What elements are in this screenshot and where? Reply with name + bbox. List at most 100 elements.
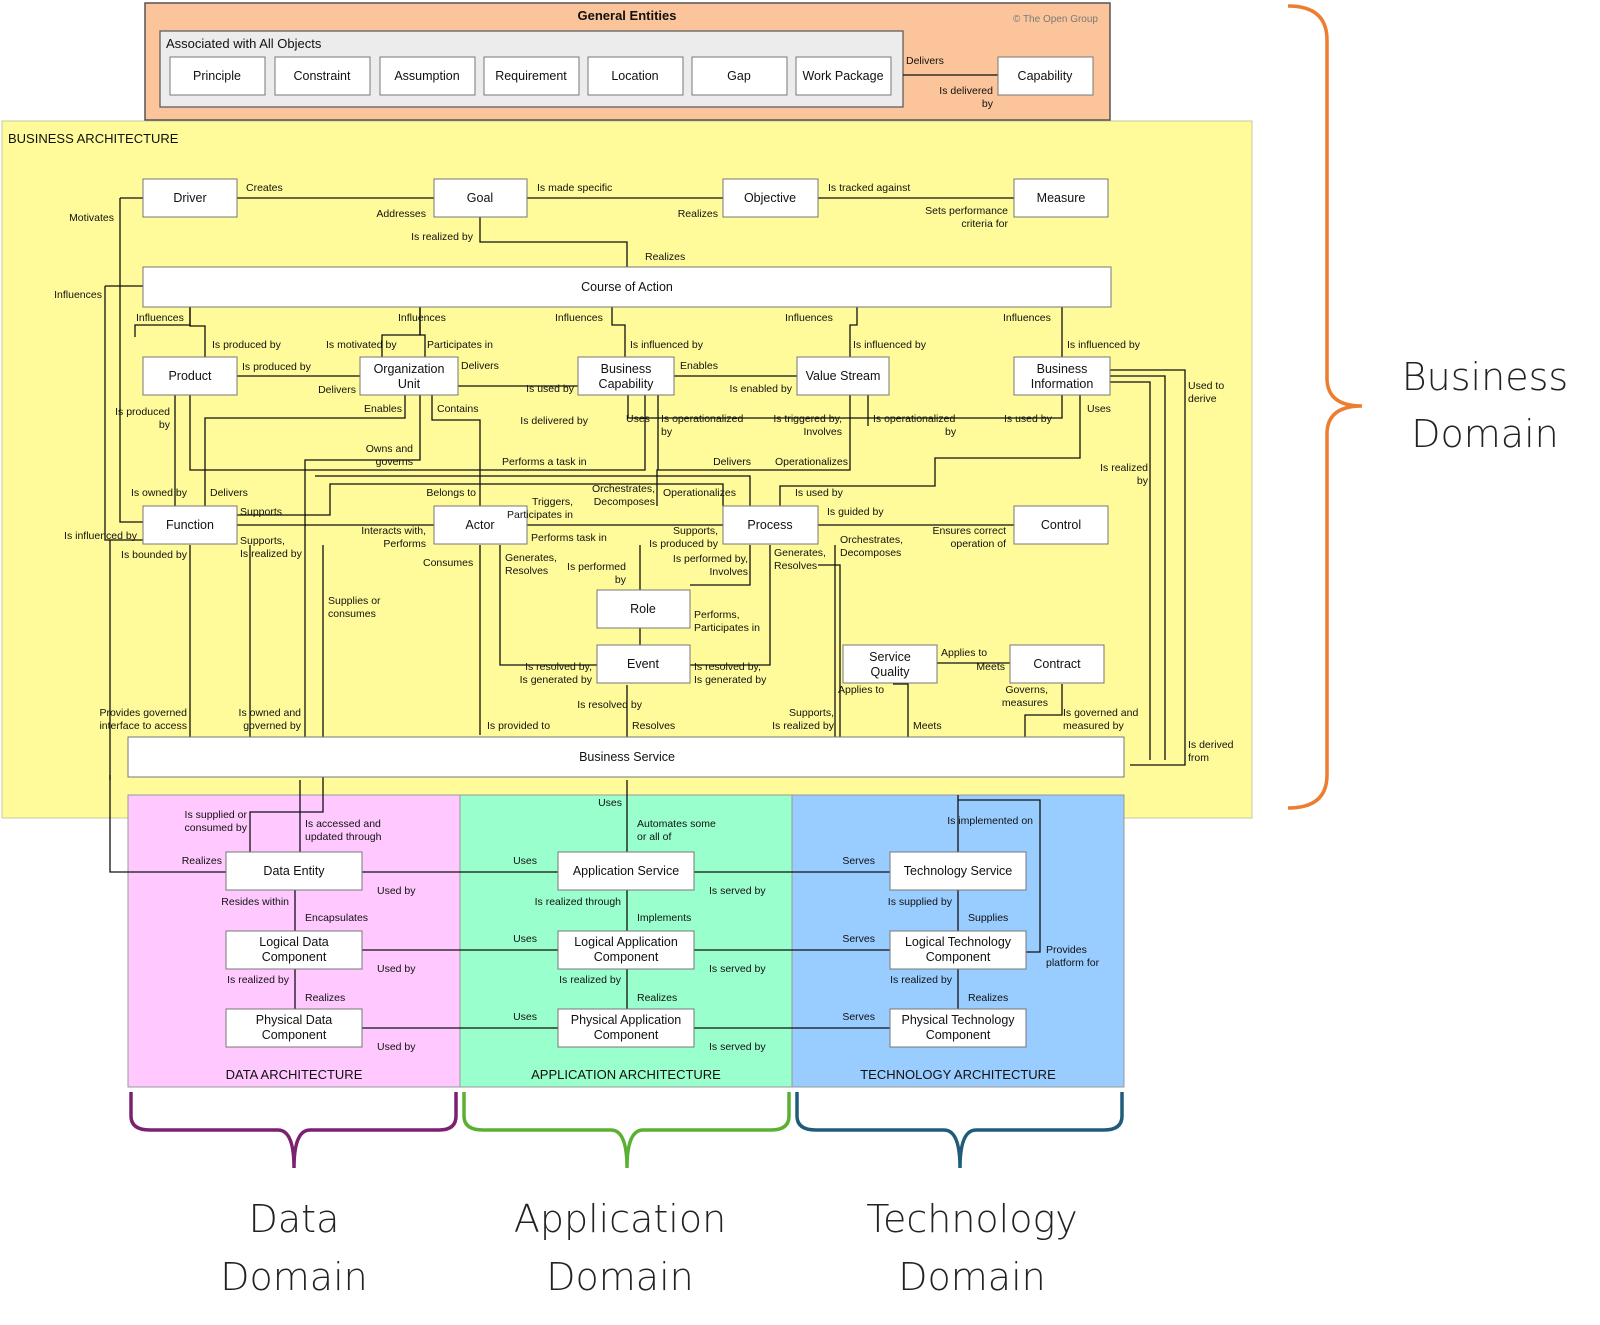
edge-label: Is bounded by <box>121 549 188 561</box>
edge-label: Is realized by <box>240 548 303 560</box>
service-quality-box[interactable] <box>842 644 938 684</box>
business-service-box[interactable] <box>127 736 1125 778</box>
physical-application-component-label-1: Physical Application <box>571 1013 682 1027</box>
edge-label: Enables <box>680 360 718 372</box>
edge-label: Used to <box>1188 380 1224 392</box>
technology-service-label: Technology Service <box>904 864 1012 878</box>
edge-label: Is generated by <box>520 674 593 686</box>
edge-label: by <box>1137 475 1149 487</box>
logical-technology-component-box[interactable] <box>889 930 1027 970</box>
business-information-label-2: Information <box>1031 377 1094 391</box>
edge-label: Resides within <box>221 896 289 908</box>
logical-application-component-box[interactable] <box>557 930 695 970</box>
edge-label: Supports, <box>789 707 834 719</box>
business-information-box[interactable] <box>1013 356 1111 396</box>
edge-label: Realizes <box>678 208 718 220</box>
edge-label: Uses <box>598 797 622 809</box>
event-box[interactable] <box>596 644 691 684</box>
physical-application-component-box[interactable] <box>557 1008 695 1048</box>
physical-data-component-box[interactable] <box>225 1008 363 1048</box>
application-service-label: Application Service <box>573 864 679 878</box>
work-package-box[interactable] <box>795 56 892 96</box>
edge-label: Is produced by <box>649 538 719 550</box>
business-capability-box[interactable] <box>577 356 675 396</box>
logical-application-component-label-1: Logical Application <box>574 935 678 949</box>
gap-label: Gap <box>727 69 751 83</box>
edge-label: Triggers, <box>532 496 573 508</box>
edge-label: Is owned and <box>239 707 302 719</box>
edge-label: Supports, <box>240 535 285 547</box>
copyright-text: © The Open Group <box>1013 14 1098 25</box>
objective-box[interactable] <box>722 178 819 218</box>
edge-label: Is produced by <box>212 339 282 351</box>
edge-label: Is guided by <box>827 506 884 518</box>
role-box[interactable] <box>596 589 691 629</box>
process-box[interactable] <box>722 505 819 545</box>
value-stream-box[interactable] <box>796 356 890 396</box>
data-entity-box[interactable] <box>225 851 363 891</box>
edge-label: Resolves <box>632 720 675 732</box>
edge-label: Is owned by <box>131 487 188 499</box>
logical-technology-component-label-2: Component <box>926 950 991 964</box>
edge-label: Used by <box>377 885 416 897</box>
work-package-label: Work Package <box>802 69 883 83</box>
edge-label: Creates <box>246 182 283 194</box>
logical-data-component-box[interactable] <box>225 930 363 970</box>
edge-label: Delivers <box>713 456 751 468</box>
edge-label: Is produced <box>115 406 170 418</box>
edge-label: Is operationalized <box>661 413 743 425</box>
process-label: Process <box>747 518 792 532</box>
requirement-box[interactable] <box>483 56 580 96</box>
edge-label: Belongs to <box>426 487 476 499</box>
edge-label: Supplies <box>968 912 1008 924</box>
edge-label: Influences <box>398 312 446 324</box>
control-box[interactable] <box>1013 505 1109 545</box>
edge-label: Orchestrates, <box>592 483 655 495</box>
product-box[interactable] <box>142 356 238 396</box>
edge-label: Automates some <box>637 818 716 830</box>
data-architecture-title: DATA ARCHITECTURE <box>226 1067 363 1082</box>
driver-box[interactable] <box>142 178 238 218</box>
goal-label: Goal <box>467 191 493 205</box>
goal-box[interactable] <box>433 178 528 218</box>
edge-label: Is resolved by, <box>525 661 592 673</box>
application-service-box[interactable] <box>557 851 695 891</box>
edge-label: Decomposes <box>594 496 655 508</box>
edge-label: by <box>159 419 171 431</box>
edge-label: Contains <box>437 403 478 415</box>
edge-label: Applies to <box>838 684 884 696</box>
application-domain-brace <box>462 1092 791 1169</box>
edge-label: Realizes <box>968 992 1008 1004</box>
edge-label: Meets <box>976 661 1005 673</box>
location-box[interactable] <box>587 56 684 96</box>
logical-technology-component-label-1: Logical Technology <box>905 935 1012 949</box>
assumption-label: Assumption <box>394 69 459 83</box>
edge-label: platform for <box>1046 957 1100 969</box>
edge-label: Encapsulates <box>305 912 368 924</box>
function-box[interactable] <box>142 505 238 545</box>
contract-box[interactable] <box>1009 644 1105 684</box>
constraint-box[interactable] <box>274 56 371 96</box>
gap-box[interactable] <box>691 56 788 96</box>
edge-label: Is provided to <box>487 720 550 732</box>
physical-technology-component-box[interactable] <box>889 1008 1027 1048</box>
measure-box[interactable] <box>1013 178 1109 218</box>
edge-label: Influences <box>54 289 102 301</box>
organization-unit-box[interactable] <box>359 356 459 396</box>
capability-box[interactable] <box>997 56 1094 96</box>
technology-service-box[interactable] <box>889 851 1027 891</box>
assumption-box[interactable] <box>379 56 476 96</box>
edge-label: Is delivered by <box>520 415 588 427</box>
principle-box[interactable] <box>169 56 266 96</box>
edge-label: Participates in <box>427 339 493 351</box>
edge-label: Is produced by <box>242 361 312 373</box>
edge-label: Uses <box>1087 403 1111 415</box>
edge-label: Supports, <box>673 525 718 537</box>
edge-label: Is served by <box>709 1041 766 1053</box>
business-domain-label-2: Domain <box>1411 412 1558 456</box>
course-of-action-box[interactable] <box>142 266 1112 308</box>
actor-box[interactable] <box>433 505 528 545</box>
edge-label: Is realized by <box>559 974 622 986</box>
is-delivered-by-label-2: by <box>982 98 994 110</box>
edge-label: Is realized through <box>535 896 622 908</box>
